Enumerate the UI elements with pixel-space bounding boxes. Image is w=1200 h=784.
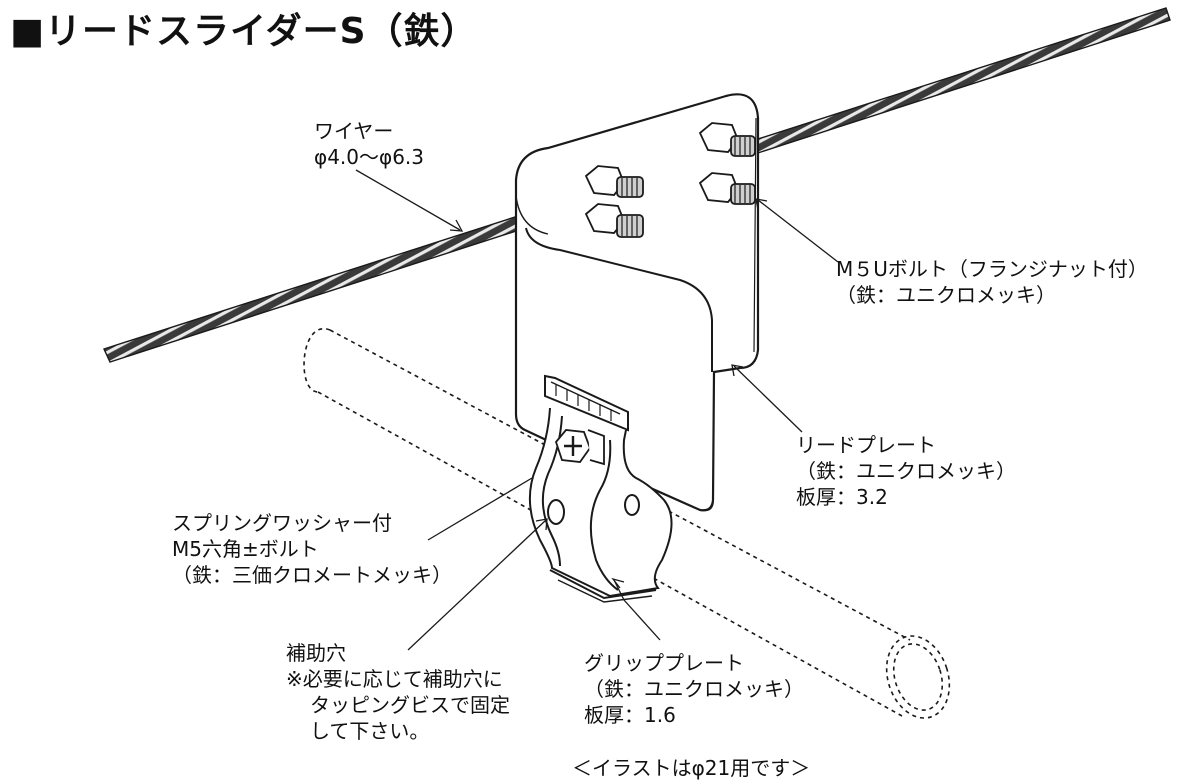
label-hex-bolt: スプリングワッシャー付 M5六角±ボルト （鉄：三価クロメートメッキ） <box>172 510 452 588</box>
nut-3 <box>584 165 644 198</box>
label-grip-plate-name: グリッププレート <box>584 651 744 675</box>
label-aux-hole-note-3: して下さい。 <box>310 719 430 743</box>
label-ubolt-material: （鉄：ユニクロメッキ） <box>836 283 1056 307</box>
label-grip-plate: グリッププレート （鉄：ユニクロメッキ） 板厚：1.6 <box>584 650 804 728</box>
label-aux-hole-name: 補助穴 <box>286 641 346 665</box>
label-aux-hole-note-2: タッピングビスで固定 <box>310 693 510 717</box>
nut-1 <box>698 122 756 157</box>
label-hex-bolt-washer: スプリングワッシャー付 <box>172 511 392 535</box>
label-hex-bolt-material: （鉄：三価クロメートメッキ） <box>172 563 452 587</box>
label-hex-bolt-name: M5六角±ボルト <box>172 537 319 561</box>
nut-2 <box>698 172 756 205</box>
label-aux-hole: 補助穴 ※必要に応じて補助穴に タッピングビスで固定 して下さい。 <box>286 640 510 744</box>
page-title: ■リードスライダーS（鉄） <box>10 11 478 52</box>
hex-bolt <box>554 429 605 466</box>
label-wire: ワイヤー φ4.0～φ6.3 <box>314 118 424 170</box>
label-lead-plate-thickness: 板厚：3.2 <box>796 485 888 509</box>
illustration-note: ＜イラストはφ21用です＞ <box>572 756 811 780</box>
label-grip-plate-material: （鉄：ユニクロメッキ） <box>584 677 804 701</box>
label-ubolt-name: M５Uボルト（フランジナット付） <box>836 257 1148 281</box>
label-lead-plate-material: （鉄：ユニクロメッキ） <box>796 459 1016 483</box>
label-grip-plate-thickness: 板厚：1.6 <box>584 703 676 727</box>
label-aux-hole-note-1: ※必要に応じて補助穴に <box>286 667 503 691</box>
ubolt-nuts <box>584 122 756 238</box>
label-lead-plate-name: リードプレート <box>796 433 936 457</box>
label-wire-size: φ4.0～φ6.3 <box>314 145 424 169</box>
label-ubolt: M５Uボルト（フランジナット付） （鉄：ユニクロメッキ） <box>836 256 1148 308</box>
label-wire-name: ワイヤー <box>314 119 394 143</box>
label-lead-plate: リードプレート （鉄：ユニクロメッキ） 板厚：3.2 <box>796 432 1016 510</box>
leader-lines <box>355 169 839 651</box>
nut-4 <box>584 203 644 238</box>
